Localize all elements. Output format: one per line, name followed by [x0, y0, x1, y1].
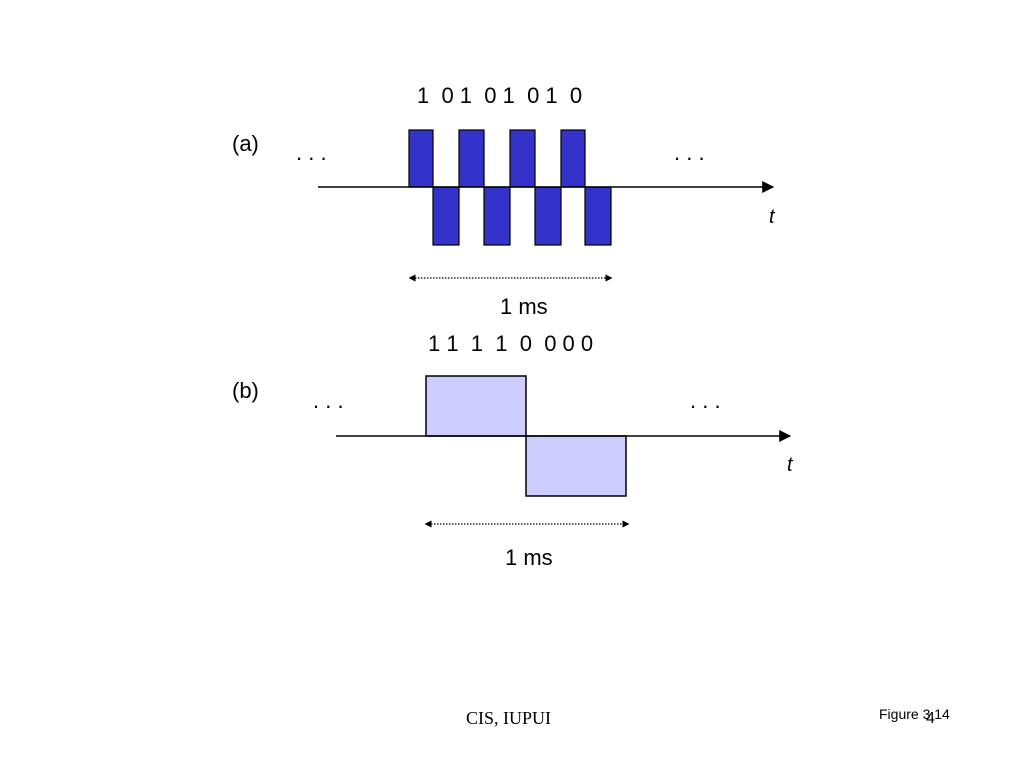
panel-a-dots-left: . . .	[296, 140, 327, 165]
panel-a-bits: 1 0 1 0 1 0 1 0	[417, 83, 582, 108]
slide-footer: CIS, IUPUI 4 Figure 3.14	[466, 706, 950, 728]
panel-b: 1 1 1 1 0 0 0 0 (b) . . . . . . t 1 ms	[232, 331, 794, 570]
panel-b-axis-label: t	[787, 454, 794, 476]
panel-a-pulse-high-1	[408, 129, 434, 188]
figure-label: Figure 3.14	[879, 706, 950, 722]
panel-a-axis-label: t	[769, 206, 776, 228]
panel-b-bits: 1 1 1 1 0 0 0 0	[428, 331, 593, 356]
panel-b-pulse-high	[425, 375, 527, 437]
panel-a-pulse-low-2	[483, 186, 511, 246]
panel-b-dots-left: . . .	[313, 388, 344, 413]
panel-a-waveform	[408, 129, 612, 246]
panel-a-pulse-high-2	[458, 129, 485, 188]
panel-b-pulse-low	[525, 435, 627, 497]
panel-b-dots-right: . . .	[690, 388, 721, 413]
footer-center-text: CIS, IUPUI	[466, 708, 551, 728]
panel-a-pulse-low-4	[584, 186, 612, 246]
panel-a-pulse-low-3	[534, 186, 562, 246]
panel-a: 1 0 1 0 1 0 1 0 (a) . . . . . . t 1 ms	[232, 83, 776, 319]
panel-a-duration-label: 1 ms	[500, 294, 548, 319]
panel-b-label: (b)	[232, 378, 259, 403]
panel-a-pulse-high-3	[509, 129, 536, 188]
panel-a-label: (a)	[232, 131, 259, 156]
page-number: 4	[926, 710, 935, 727]
panel-b-duration-label: 1 ms	[505, 545, 553, 570]
panel-a-pulse-high-4	[560, 129, 586, 188]
panel-b-waveform	[425, 375, 627, 497]
panel-a-dots-right: . . .	[674, 140, 705, 165]
panel-a-pulse-low-1	[432, 186, 460, 246]
